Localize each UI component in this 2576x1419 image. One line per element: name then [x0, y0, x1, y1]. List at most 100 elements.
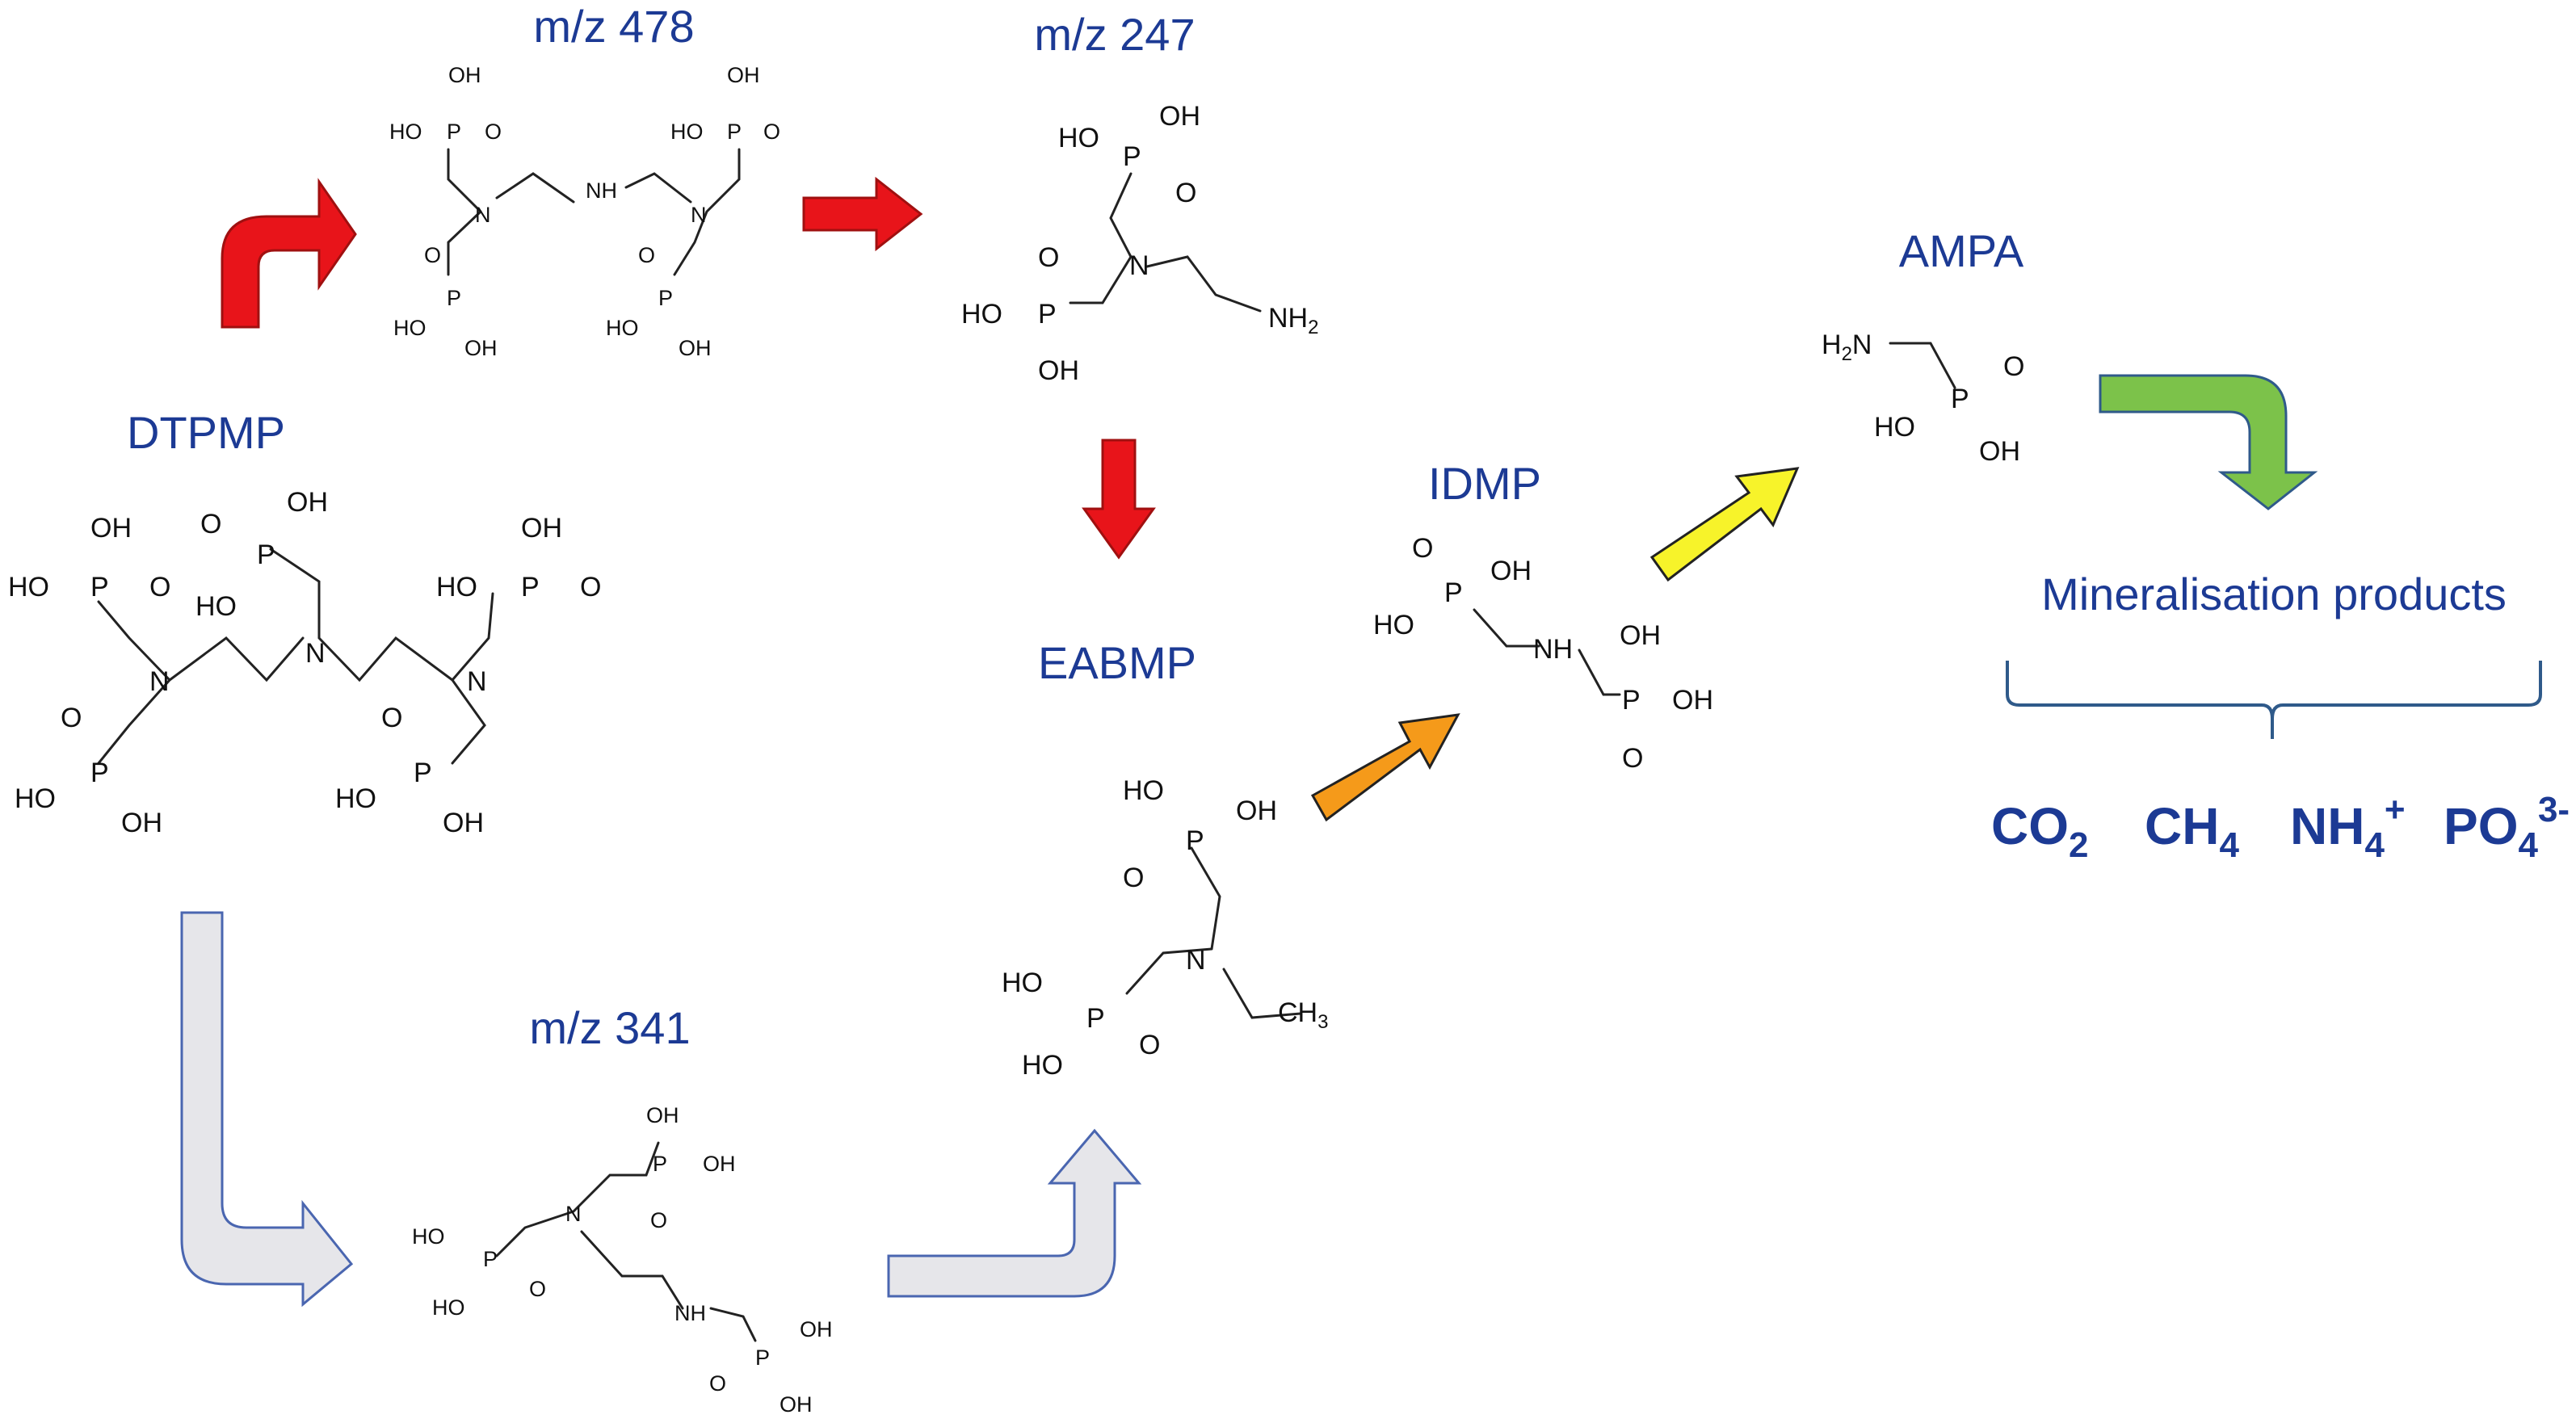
mz247-p-2: P — [1038, 299, 1057, 330]
idmp-oh-2: OH — [1620, 620, 1661, 651]
green-curved-arrow — [2099, 374, 2318, 510]
eabmp-o-1: O — [1123, 863, 1144, 893]
mz478-p-4: P — [658, 286, 673, 310]
dtpmp-n-left: N — [149, 666, 170, 697]
mz478-n-left: N — [475, 203, 491, 227]
mz247-ho-1: HO — [1058, 123, 1099, 153]
grey-curved-arrow-down-right — [180, 911, 354, 1308]
mz341-oh-4: OH — [780, 1392, 813, 1417]
mz478-n-right: N — [691, 203, 707, 227]
idmp-o-2: O — [1622, 743, 1643, 774]
product-co2-sub: 2 — [2069, 825, 2088, 865]
mz247-oh-2: OH — [1038, 355, 1079, 386]
ampa-p: P — [1951, 384, 1969, 414]
red-curved-arrow — [221, 178, 357, 329]
dtpmp-p-5: P — [414, 758, 432, 788]
dtpmp-oh-4: OH — [121, 808, 162, 838]
eabmp-n: N — [1186, 945, 1206, 976]
dtpmp-ho-2: HO — [195, 591, 237, 622]
mz478-p-3: P — [447, 286, 461, 310]
eabmp-ho-2: HO — [1002, 968, 1043, 998]
mz341-o-3: O — [709, 1371, 726, 1396]
mz478-p-1: P — [447, 120, 461, 144]
idmp-oh-1: OH — [1490, 556, 1532, 586]
red-right-arrow — [802, 176, 923, 252]
mz478-p-2: P — [727, 120, 742, 144]
dtpmp-o-1: O — [149, 572, 170, 602]
product-po4: PO43- — [2444, 790, 2570, 865]
eabmp-o-2: O — [1139, 1030, 1160, 1060]
mz341-ho-2: HO — [432, 1295, 465, 1320]
idmp-o-1: O — [1412, 533, 1433, 564]
product-nh4-sub: 4 — [2364, 825, 2385, 865]
eabmp-oh-1: OH — [1236, 796, 1277, 826]
mz341-p-1: P — [653, 1152, 667, 1176]
product-nh4-base: NH — [2290, 797, 2364, 855]
product-po4-sub: 4 — [2518, 825, 2538, 865]
mz247-p-1: P — [1123, 141, 1141, 172]
dtpmp-p-4: P — [90, 758, 109, 788]
dtpmp-n-right: N — [467, 666, 487, 697]
dtpmp-n-center: N — [305, 638, 326, 669]
label-mz247: m/z 247 — [1034, 9, 1195, 60]
dtpmp-ho-4: HO — [15, 783, 56, 814]
ampa-o: O — [2003, 351, 2024, 382]
orange-diagonal-arrow — [1310, 713, 1460, 822]
dtpmp-oh-1: OH — [90, 513, 132, 544]
structure-mz247: OH HO P O N O P HO OH NH2 — [961, 101, 1318, 386]
mz247-nh2-base: NH — [1268, 303, 1308, 334]
mz478-ho-1: HO — [389, 120, 422, 144]
structure-dtpmp: N N N OH HO P O O P OH HO OH HO P O O P … — [8, 487, 601, 838]
ampa-h2n-n: N — [1852, 330, 1872, 360]
structure-mz341: OH P OH O N HO P O HO NH OH P O OH — [412, 1103, 833, 1417]
mz247-o-2: O — [1038, 242, 1059, 273]
product-co2-base: CO — [1991, 797, 2069, 855]
mz247-nh2-sub: 2 — [1308, 317, 1318, 338]
eabmp-ho-3: HO — [1022, 1050, 1063, 1081]
dtpmp-o-2: O — [200, 509, 221, 539]
mineralisation-label: Mineralisation products — [2041, 569, 2507, 619]
mz341-p-2: P — [483, 1247, 498, 1271]
mz247-oh-1: OH — [1159, 101, 1200, 132]
dtpmp-p-1: P — [90, 572, 109, 602]
dtpmp-o-5: O — [381, 703, 402, 733]
idmp-nh: NH — [1533, 634, 1573, 665]
dtpmp-ho-1: HO — [8, 572, 49, 602]
mz247-o-1: O — [1175, 178, 1196, 208]
idmp-p-2: P — [1622, 685, 1641, 716]
ampa-h2n: H2N — [1822, 330, 1872, 365]
label-ampa: AMPA — [1899, 225, 2024, 276]
label-mz341: m/z 341 — [529, 1002, 690, 1053]
product-nh4: NH4+ — [2290, 790, 2406, 865]
dtpmp-p-3: P — [521, 572, 540, 602]
mz341-oh-1: OH — [646, 1103, 679, 1127]
eabmp-p-2: P — [1086, 1003, 1105, 1034]
eabmp-ch3-base: CH — [1278, 997, 1317, 1028]
mz478-oh-4: OH — [679, 336, 712, 360]
ampa-ho: HO — [1874, 412, 1915, 443]
mz341-o-2: O — [529, 1277, 546, 1301]
label-dtpmp: DTPMP — [127, 407, 285, 458]
mz247-ho-2: HO — [961, 299, 1002, 330]
mz341-oh-2: OH — [703, 1152, 736, 1176]
dtpmp-ho-3: HO — [436, 572, 477, 602]
mz341-nh: NH — [674, 1301, 706, 1325]
mz247-nh2: NH2 — [1268, 303, 1318, 338]
ampa-h2n-sub: 2 — [1842, 343, 1852, 365]
product-co2: CO2 — [1991, 797, 2088, 865]
mz341-p-3: P — [755, 1346, 770, 1370]
product-po4-base: PO — [2444, 797, 2518, 855]
mz341-oh-3: OH — [800, 1317, 833, 1341]
label-idmp: IDMP — [1428, 458, 1541, 509]
eabmp-ch3: CH3 — [1278, 997, 1328, 1033]
label-eabmp: EABMP — [1038, 637, 1196, 688]
mz478-o-2: O — [763, 120, 780, 144]
mz478-oh-1: OH — [448, 63, 481, 87]
dtpmp-oh-5: OH — [443, 808, 484, 838]
product-po4-sup: 3- — [2538, 790, 2570, 829]
idmp-p-1: P — [1444, 577, 1463, 608]
product-nh4-sup: + — [2385, 790, 2406, 829]
dtpmp-ho-5: HO — [335, 783, 376, 814]
mz478-oh-2: OH — [727, 63, 760, 87]
